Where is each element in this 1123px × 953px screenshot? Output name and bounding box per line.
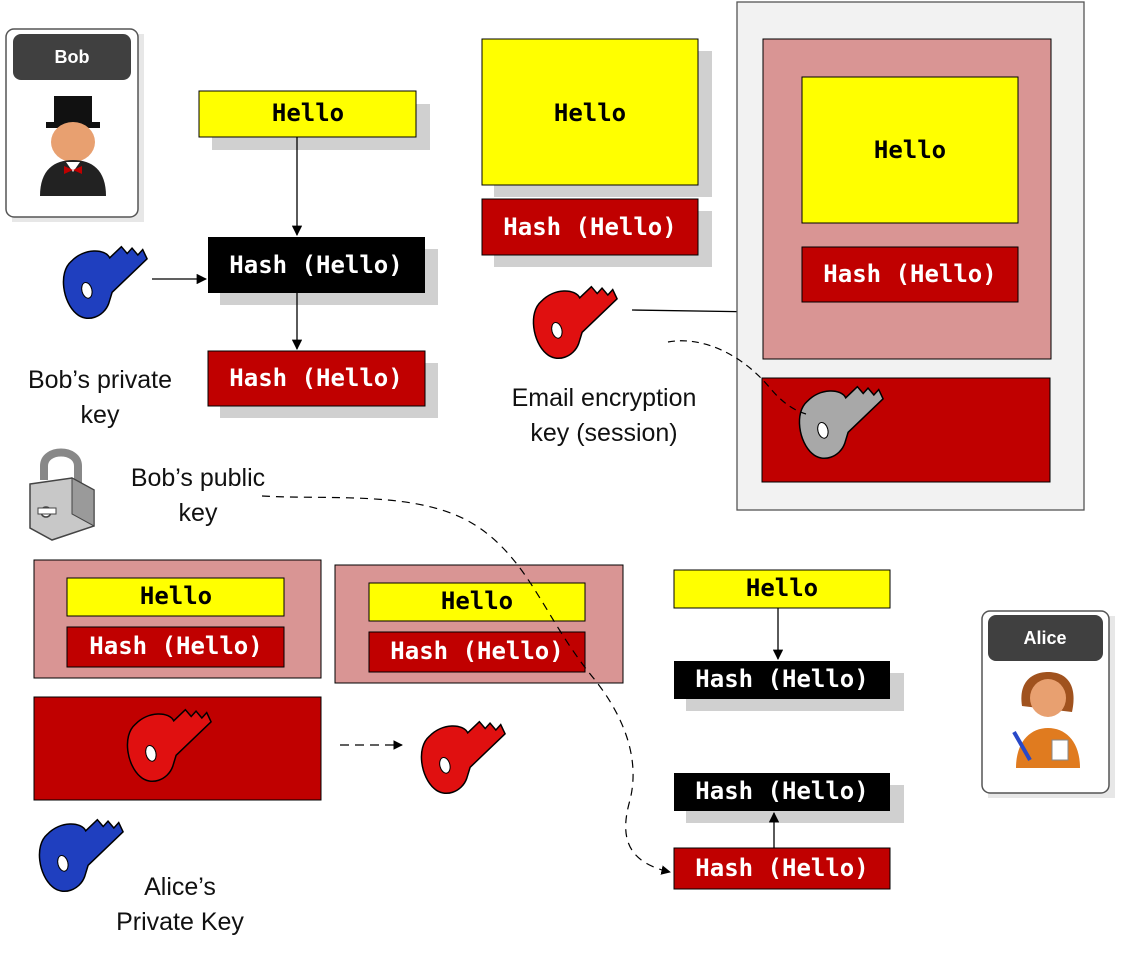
hash-box-black-3: Hash (Hello) [674,773,904,823]
alice-name: Alice [1023,628,1066,648]
bob-name: Bob [55,47,90,67]
key-blue-icon [55,237,159,324]
email-key-label-1: Email encryption [512,384,697,412]
hello-text: Hello [746,574,818,602]
hello-text: Hello [441,587,513,615]
encrypted-envelope: Hello Hash (Hello) [736,1,1085,511]
alice-private-key-label-1: Alice’s [144,873,216,901]
hash-text: Hash (Hello) [390,637,563,665]
key-red-session-icon [525,277,629,364]
hello-box-2: Hello [481,38,712,197]
hash-text: Hash (Hello) [229,364,402,392]
hash-text: Hash (Hello) [695,777,868,805]
hash-box-red-1: Hash (Hello) [207,350,438,418]
hello-text: Hello [272,99,344,127]
key-blue-alice-icon [31,810,135,897]
signed-package-2: Hello Hash (Hello) [334,564,624,684]
hash-text: Hash (Hello) [503,213,676,241]
alice-avatar-icon [1012,672,1080,768]
hello-text: Hello [874,136,946,164]
hash-box-red-2: Hash (Hello) [481,198,712,267]
hello-text: Hello [140,582,212,610]
bob-public-key-label-2: key [179,499,218,527]
hash-box-black-2: Hash (Hello) [674,661,904,711]
encrypted-key-box [33,696,322,801]
email-key-label-2: key (session) [530,419,677,447]
hello-box-3: Hello [673,569,891,609]
hello-text: Hello [554,99,626,127]
hash-text: Hash (Hello) [823,260,996,288]
signed-package-1: Hello Hash (Hello) [33,559,322,679]
alice-card: Alice [981,610,1115,798]
padlock-icon [29,448,95,541]
hello-box-1: Hello [198,90,430,150]
alice-private-key-label-2: Private Key [116,908,244,936]
hash-text: Hash (Hello) [89,632,262,660]
bob-private-key-label-2: key [81,401,120,429]
hash-box-red-3: Hash (Hello) [673,847,891,890]
hash-box-black-1: Hash (Hello) [208,237,438,305]
bob-card: Bob [5,28,144,222]
bob-avatar-icon [40,96,106,196]
hash-text: Hash (Hello) [695,665,868,693]
bob-public-key-label-1: Bob’s public [131,464,265,492]
hash-text: Hash (Hello) [695,854,868,882]
key-red-decrypted-icon [413,712,517,799]
hash-text: Hash (Hello) [229,251,402,279]
bob-private-key-label-1: Bob’s private [28,366,172,394]
